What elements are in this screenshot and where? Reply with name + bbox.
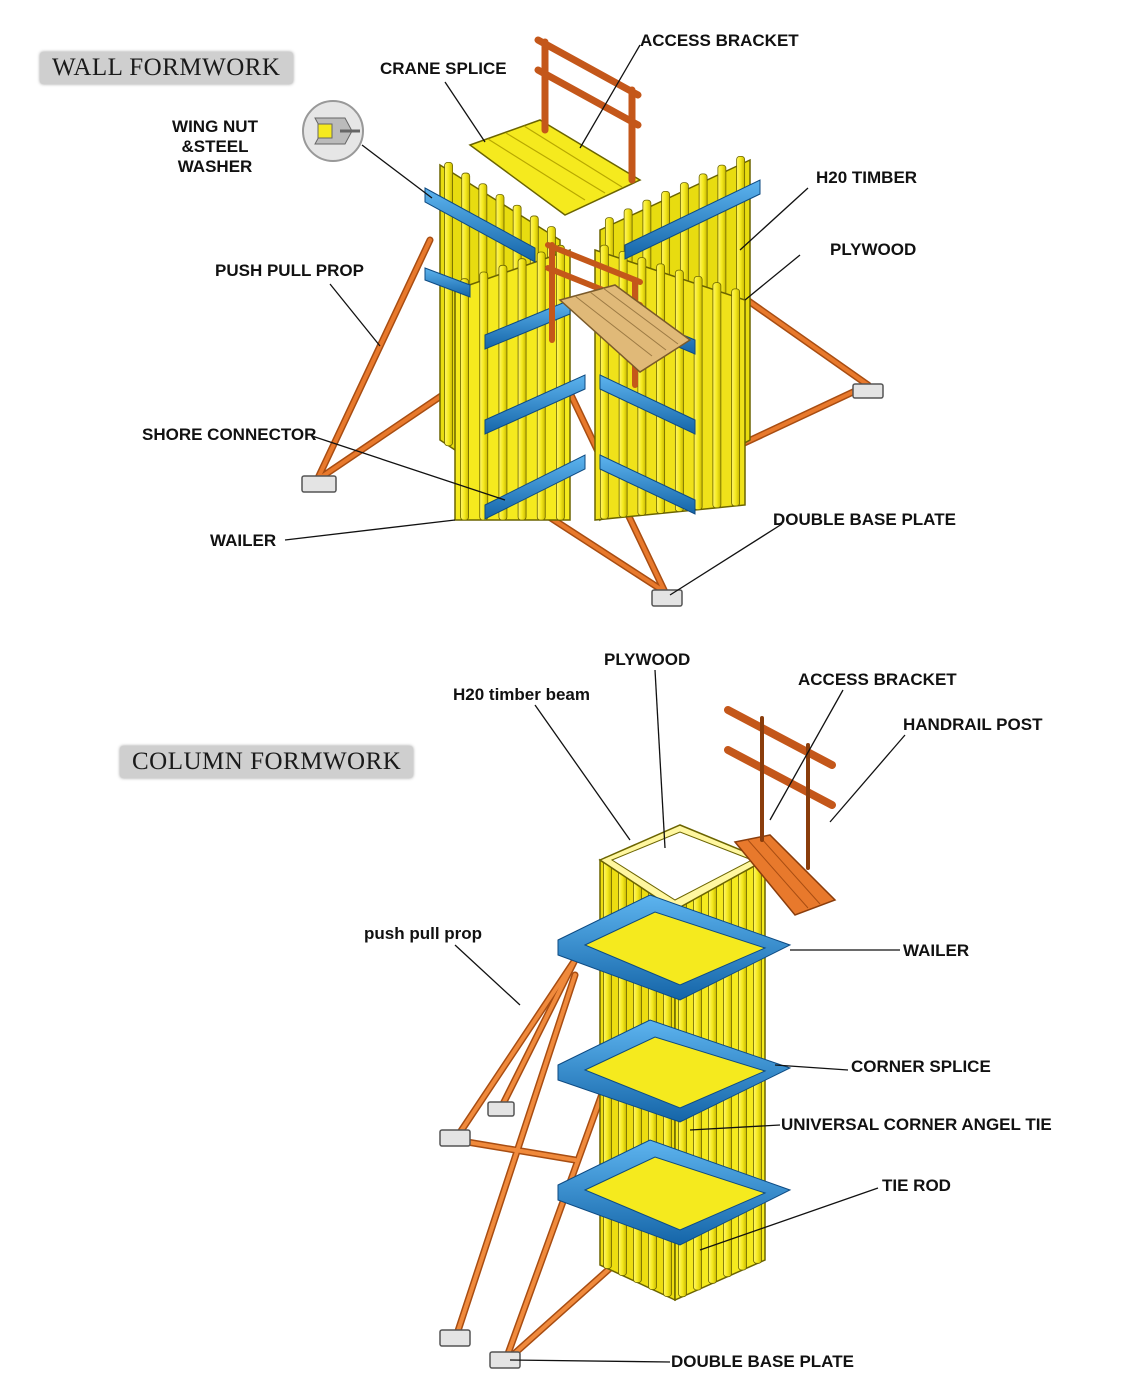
wall-leader-lines [284,44,809,596]
label-push-pull-prop-wall: PUSH PULL PROP [215,261,364,280]
h20-timber-beam [517,258,527,521]
wall-top-plywood [468,119,642,216]
label-push-pull-prop-column: push pull prop [364,924,483,943]
label-wing-nut-washer: WING NUT &STEEL WASHER [172,117,258,176]
column-platform-boards [747,836,821,909]
wall-top-grain [487,125,623,201]
column-formwork-drawing [439,669,906,1369]
label-universal-corner-angel-tie: UNIVERSAL CORNER ANGEL TIE [781,1115,1052,1134]
column-formwork-title: COLUMN FORMWORK [120,746,414,778]
label-shore-connector: SHORE CONNECTOR [142,425,317,444]
wall-deck [558,284,692,373]
label-h20-timber: H20 TIMBER [816,168,918,187]
label-wailer-wall: WAILER [210,531,277,550]
column-wailer-inner [583,911,767,1231]
h20-timber-beam [498,264,508,521]
label-access-bracket-wall: ACCESS BRACKET [640,31,799,50]
wall-deck-boards [574,287,679,357]
wall-access-bracket [534,36,642,184]
label-double-base-plate-column: DOUBLE BASE PLATE [671,1352,854,1371]
label-double-base-plate-wall: DOUBLE BASE PLATE [773,510,956,529]
wall-formwork-title: WALL FORMWORK [40,52,293,84]
h20-timber-beam [731,288,741,507]
label-tie-rod: TIE ROD [882,1176,951,1195]
label-access-bracket-column: ACCESS BRACKET [798,670,957,689]
wall-double-base-plates [301,383,884,607]
h20-timber-beam [712,282,722,509]
label-h20-timber-beam: H20 timber beam [453,685,590,704]
h20-timber-beam [460,278,469,521]
wing-nut-icon [302,100,364,162]
label-wailer-column: WAILER [903,941,970,960]
column-access-platform [733,834,837,916]
h20-timber-beam [479,271,489,521]
column-leader-lines [454,669,906,1363]
h20-timber-beam [693,275,703,511]
label-plywood-column: PLYWOOD [604,650,691,669]
h20-timber-beam [444,161,453,447]
label-corner-splice: CORNER SPLICE [851,1057,991,1076]
h20-timber-beam [656,263,666,514]
column-double-base-plates [439,1101,521,1369]
column-handrail-posts [760,716,810,870]
label-plywood-wall: PLYWOOD [830,240,917,259]
column-handrail [724,706,836,809]
label-crane-splice: CRANE SPLICE [380,59,507,78]
wall-formwork-drawing [284,36,884,607]
label-handrail-post: HANDRAIL POST [903,715,1043,734]
h20-timber-beam [674,269,684,512]
